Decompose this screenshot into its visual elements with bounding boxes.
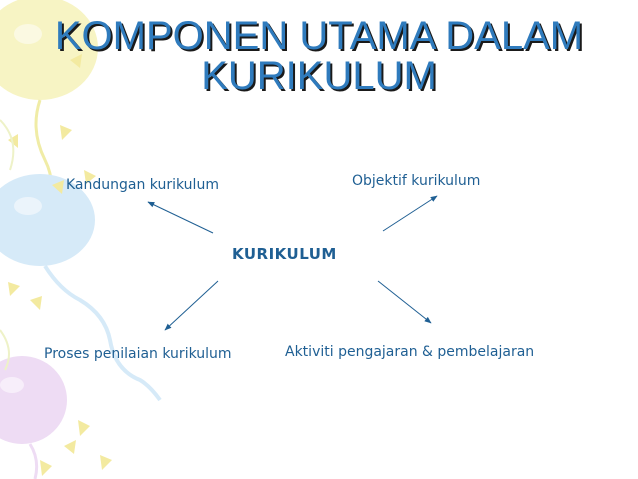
arrow-to-kandungan (147, 201, 214, 234)
slide-title-line-2: KURIKULUM (201, 54, 437, 98)
slide-title-line-1: KOMPONEN UTAMA DALAM (54, 14, 584, 58)
arrow-to-objektif (382, 195, 438, 232)
arrow-to-aktiviti (377, 280, 432, 324)
purple-balloon-icon (0, 356, 67, 479)
label-aktiviti-pengajaran: Aktiviti pengajaran & pembelajaran (285, 344, 535, 360)
label-kurikulum-center: KURIKULUM (232, 245, 337, 263)
label-objektif-kurikulum: Objektif kurikulum (352, 173, 481, 189)
label-proses-penilaian: Proses penilaian kurikulum (44, 346, 232, 362)
arrow-to-proses (164, 280, 219, 331)
label-kandungan-kurikulum: Kandungan kurikulum (66, 177, 219, 193)
balloon-strings-decoration (0, 119, 15, 371)
blue-balloon-icon (0, 174, 162, 402)
